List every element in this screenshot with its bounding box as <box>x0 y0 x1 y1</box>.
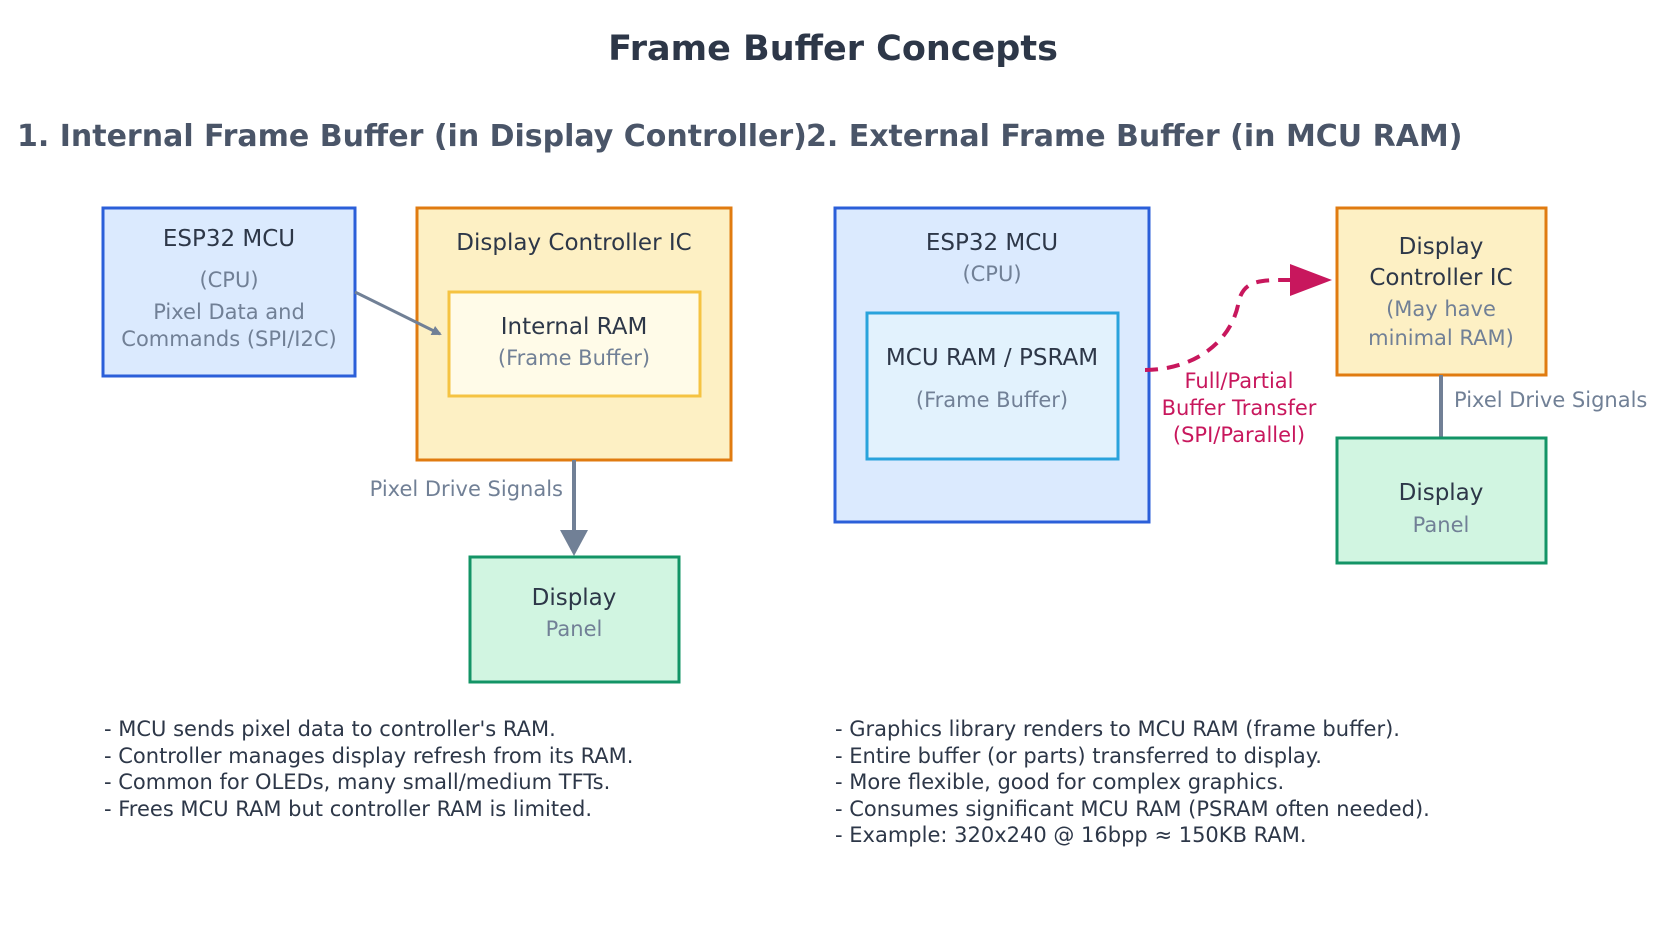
s1-ram-box <box>447 290 702 398</box>
section1-heading: 1. Internal Frame Buffer (in Display Con… <box>17 119 807 154</box>
s1-controller-title: Display Controller IC <box>456 230 691 256</box>
s1-ram-subtitle: (Frame Buffer) <box>498 346 650 370</box>
s1-note: - MCU sends pixel data to controller's R… <box>104 717 556 741</box>
s2-transfer-label-line3: (SPI/Parallel) <box>1173 423 1305 447</box>
s2-note: - Graphics library renders to MCU RAM (f… <box>835 717 1400 741</box>
s1-drive-arrowhead <box>560 530 588 556</box>
s2-note: - Consumes significant MCU RAM (PSRAM of… <box>835 796 1430 821</box>
s2-mcu-subtitle: (CPU) <box>962 262 1021 286</box>
s2-panel-title: Display <box>1399 480 1484 506</box>
s2-transfer-arrow <box>1144 278 1291 372</box>
s1-mcu-to-ram-arrow <box>354 290 442 336</box>
s1-mcu-subtitle: (CPU) <box>199 268 258 292</box>
s2-drive-label: Pixel Drive Signals <box>1454 388 1647 412</box>
s2-panel-box <box>1335 436 1548 565</box>
s2-mcu-title: ESP32 MCU <box>926 230 1058 256</box>
s1-panel-box <box>468 555 681 684</box>
s1-mcu-title: ESP32 MCU <box>163 226 295 252</box>
s2-psram-box <box>865 311 1120 461</box>
page-title: Frame Buffer Concepts <box>608 29 1058 69</box>
s1-note: - Frees MCU RAM but controller RAM is li… <box>104 796 593 821</box>
s2-note: - More flexible, good for complex graphi… <box>835 770 1285 794</box>
s1-notes: - MCU sends pixel data to controller's R… <box>104 716 633 822</box>
s2-controller-title-line2: Controller IC <box>1369 265 1512 291</box>
s2-transfer-label-line1: Full/Partial <box>1185 369 1294 393</box>
s2-panel-subtitle: Panel <box>1413 513 1470 537</box>
s1-mcu-note-line1: Pixel Data and <box>153 300 305 324</box>
s1-panel-title: Display <box>532 585 617 611</box>
s2-notes: - Graphics library renders to MCU RAM (f… <box>835 716 1430 849</box>
s1-note: - Common for OLEDs, many small/medium TF… <box>104 770 611 794</box>
s1-note: - Controller manages display refresh fro… <box>104 743 634 768</box>
s1-panel-subtitle: Panel <box>546 617 603 641</box>
section2-heading: 2. External Frame Buffer (in MCU RAM) <box>806 119 1463 154</box>
s2-transfer-arrowhead <box>1290 264 1332 296</box>
s1-mcu-note-line2: Commands (SPI/I2C) <box>121 327 336 351</box>
s1-drive-label: Pixel Drive Signals <box>370 477 563 501</box>
s2-note: - Entire buffer (or parts) transferred t… <box>835 743 1322 768</box>
s2-psram-title: MCU RAM / PSRAM <box>886 345 1098 371</box>
s2-psram-subtitle: (Frame Buffer) <box>916 388 1068 412</box>
s2-controller-note-line1: (May have <box>1386 297 1496 321</box>
s2-note: - Example: 320x240 @ 16bpp ≈ 150KB RAM. <box>835 823 1307 847</box>
s2-controller-title-line1: Display <box>1399 234 1484 260</box>
s2-transfer-label-line2: Buffer Transfer <box>1162 396 1317 420</box>
s2-controller-note-line2: minimal RAM) <box>1368 326 1514 350</box>
s2-controller-box <box>1335 206 1548 377</box>
s1-ram-title: Internal RAM <box>501 314 648 340</box>
